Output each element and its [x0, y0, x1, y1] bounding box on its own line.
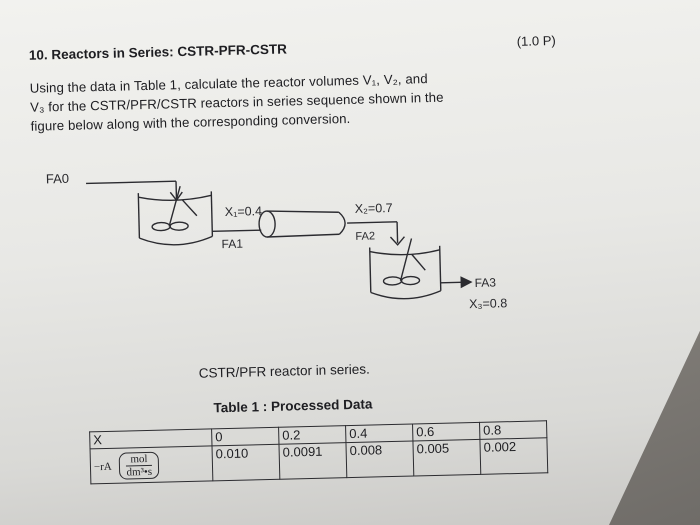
rate-value-cell: 0.010 — [212, 444, 280, 481]
label-x3: X₃=0.8 — [469, 296, 507, 311]
label-x2: X₂=0.7 — [355, 201, 393, 216]
pfr — [258, 210, 346, 238]
x-value-cell: 0 — [211, 427, 279, 446]
label-fa0: FA0 — [46, 171, 69, 187]
label-fa1: FA1 — [221, 237, 243, 252]
rate-value-cell: 0.008 — [345, 441, 414, 478]
label-fa3: FA3 — [474, 275, 496, 290]
cstr-1 — [137, 185, 214, 246]
feed-line — [86, 180, 177, 185]
rate-symbol: −rA — [93, 460, 112, 473]
rate-unit-numerator: mol — [126, 452, 152, 467]
label-fa2: FA2 — [355, 230, 375, 242]
pfr-drop — [396, 221, 399, 243]
link-cstr1-pfr — [212, 229, 262, 233]
outlet-arrowhead — [460, 276, 473, 289]
pfr-outlet — [347, 221, 398, 224]
rate-value-cell: 0.0091 — [278, 442, 347, 480]
rate-value-cell: 0.002 — [479, 437, 548, 475]
pfr-arrow — [389, 236, 405, 246]
rate-unit: mol dm³•s — [119, 451, 160, 480]
label-x1: X₁=0.4 — [225, 204, 263, 219]
rate-value-cell: 0.005 — [412, 439, 481, 477]
x-value-cell: 0.8 — [479, 420, 547, 440]
x-value-cell: 0.4 — [345, 424, 413, 443]
x-value-cell: 0.2 — [278, 425, 346, 445]
rate-label-cell: −rA mol dm³•s — [90, 445, 213, 484]
x-value-cell: 0.6 — [412, 422, 480, 442]
cstr-2 — [369, 238, 442, 300]
processed-data-table: X 0 0.2 0.4 0.6 0.8 −rA mol dm³•s 0.010 … — [89, 420, 548, 484]
rate-unit-denominator: dm³•s — [126, 465, 153, 479]
